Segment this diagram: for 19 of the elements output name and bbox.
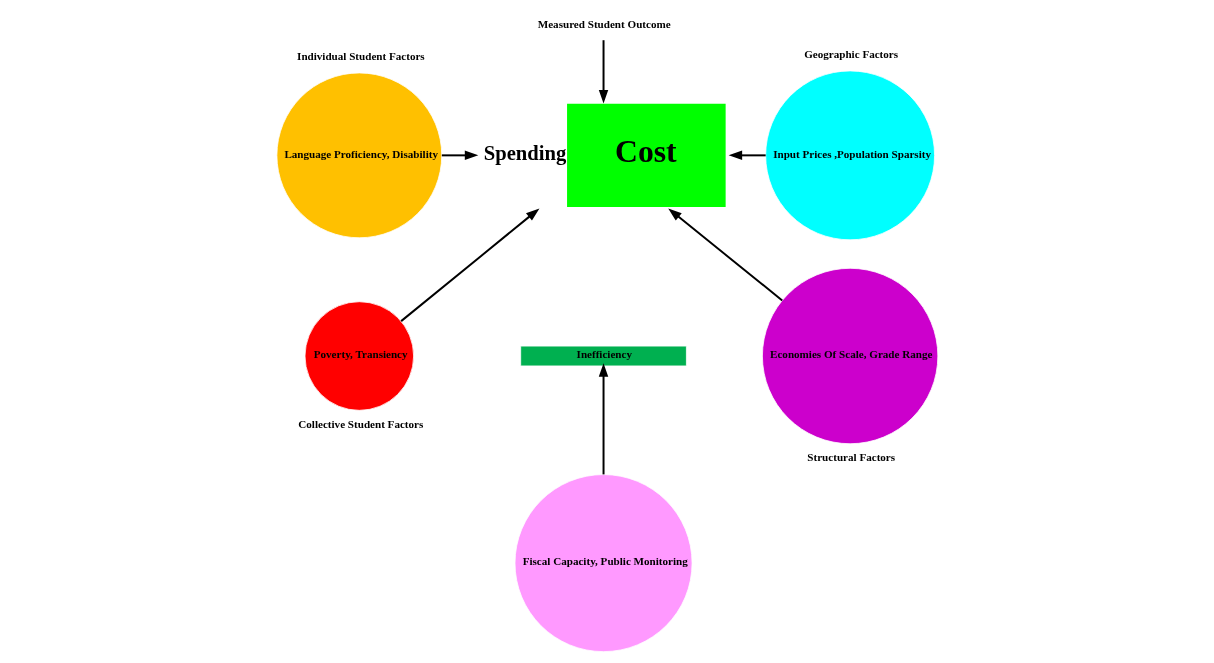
arrow <box>399 208 539 323</box>
node-circle: Economies Of Scale, Grade Range <box>761 267 938 445</box>
node-box: Cost <box>566 103 726 207</box>
node-label: Structural Factors <box>806 451 895 464</box>
node-label: Collective Student Factors <box>297 417 423 430</box>
node-circle: Fiscal Capacity, Public Monitoring <box>514 474 692 653</box>
node-circle: Input Prices ,Population Sparsity <box>764 70 935 241</box>
arrow <box>598 363 608 476</box>
node-circle: Poverty, Transiency <box>304 301 414 411</box>
node-text: Measured Student Outcome <box>537 17 671 30</box>
arrow <box>728 150 767 161</box>
arrow <box>598 39 608 104</box>
node-label: Individual Student Factors <box>296 49 425 62</box>
node-label: Spending <box>483 141 566 164</box>
arrow <box>440 150 478 161</box>
node-label: Geographic Factors <box>803 47 898 60</box>
node-box: Inefficiency <box>519 345 687 367</box>
arrow <box>667 208 783 302</box>
node-circle: Language Proficiency, Disability <box>276 72 442 239</box>
